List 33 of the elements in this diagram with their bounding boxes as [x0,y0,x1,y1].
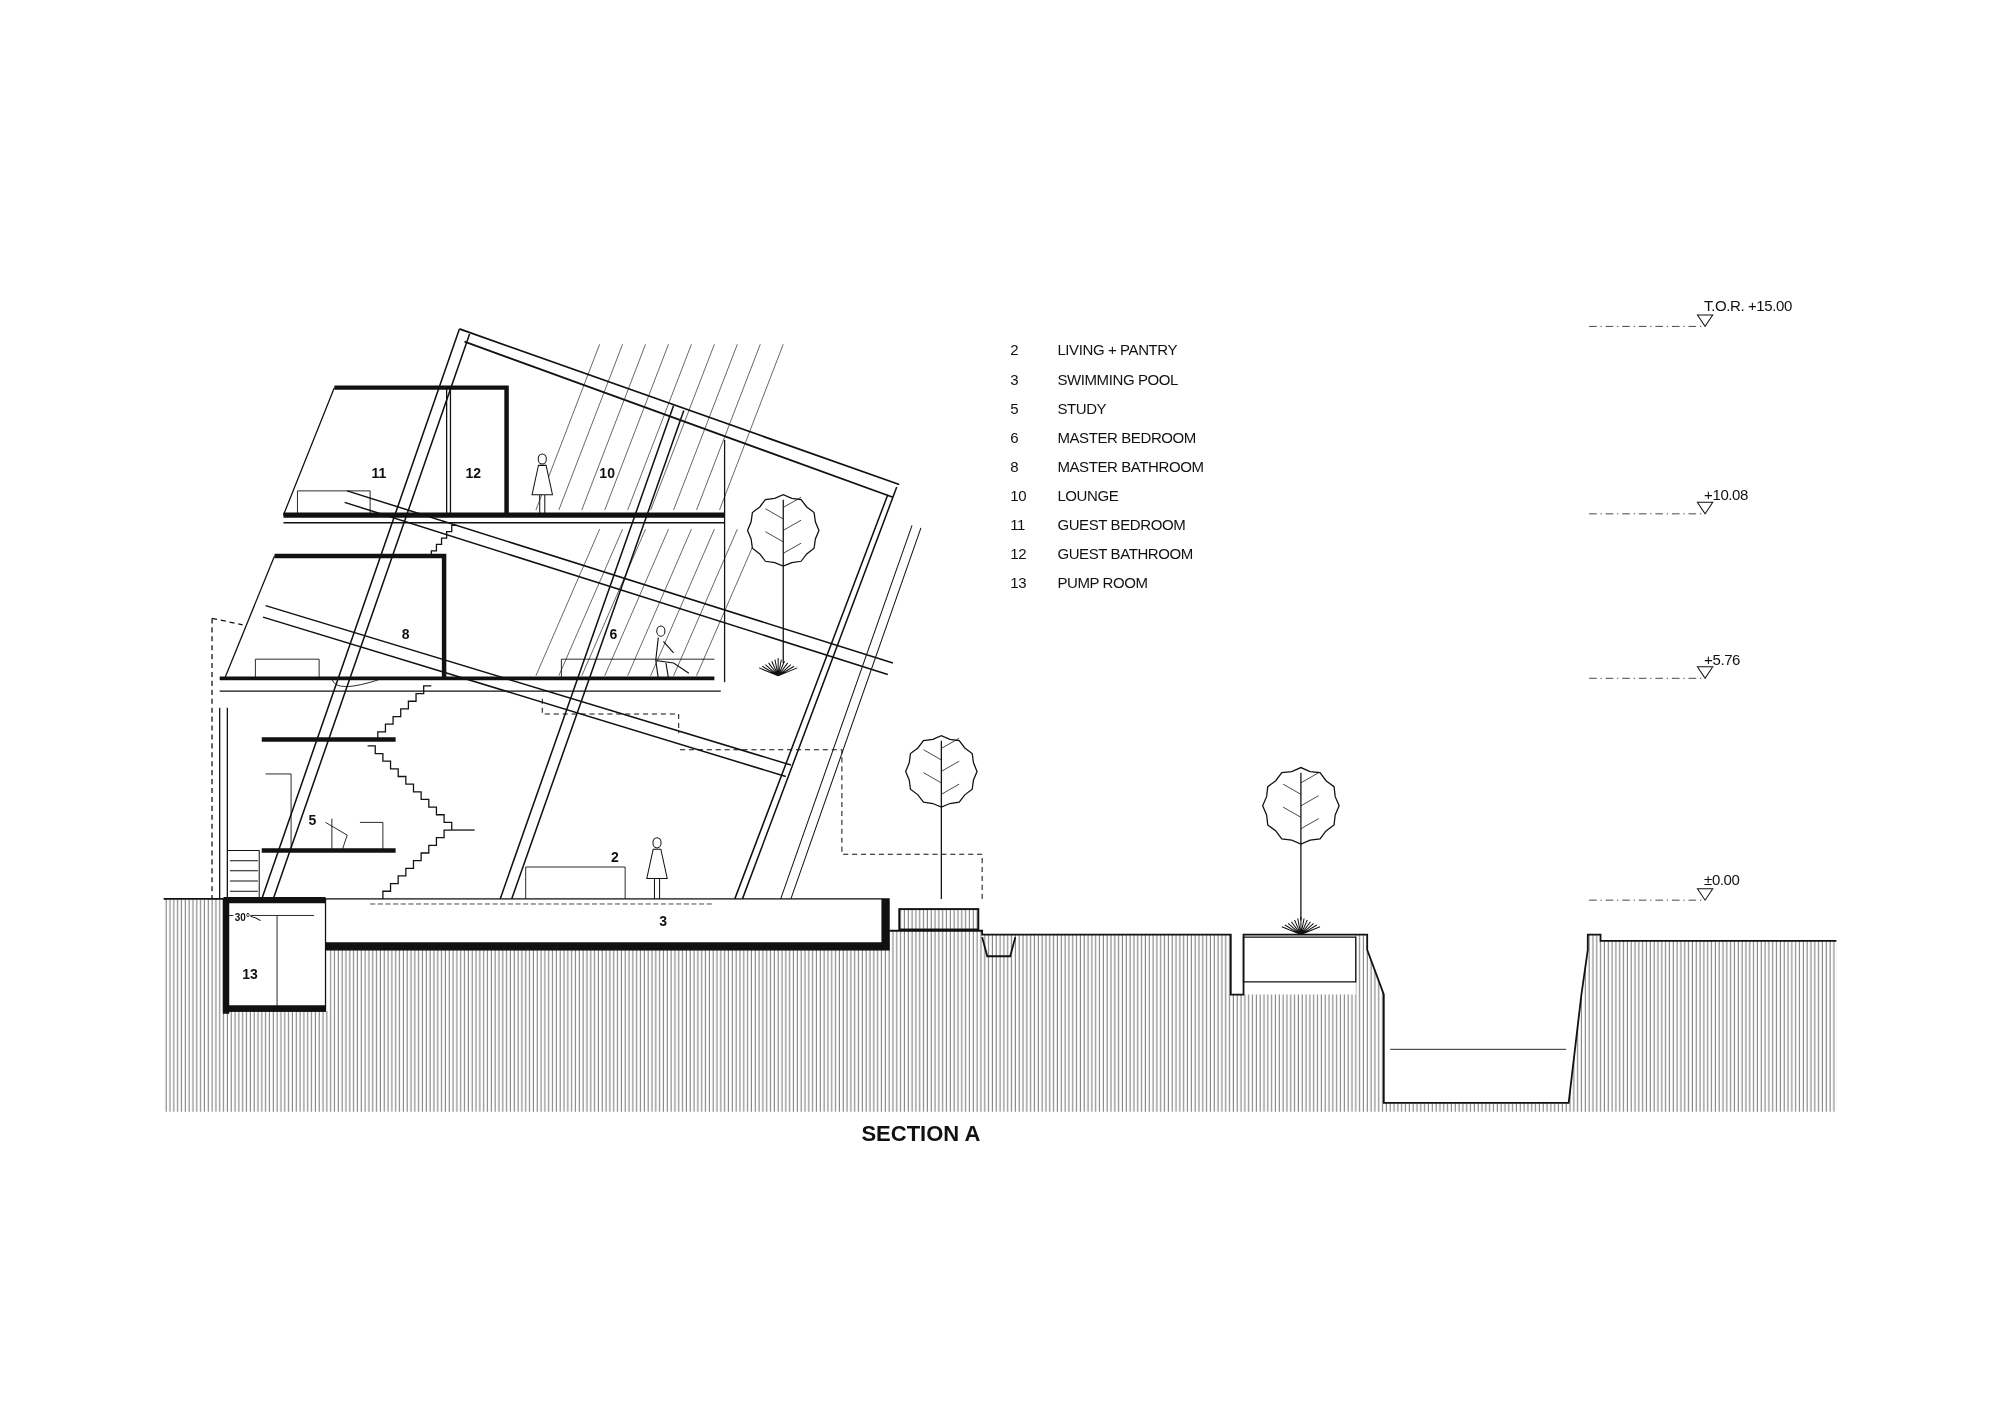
key-number: 2 [1010,342,1019,357]
key-number: 6 [1010,429,1019,445]
key-text: GUEST BATHROOM [1057,545,1193,561]
key-number: 12 [1010,545,1027,561]
key-text: SWIMMING POOL [1057,371,1179,386]
key-text: GUEST BEDROOM [1057,516,1186,532]
key-text: LOUNGE [1057,487,1119,503]
key-text: LIVING + PANTRY [1057,342,1178,357]
room-number: 13 [242,967,258,982]
key-number: 5 [1010,400,1019,415]
level-label: +5.76 [1704,651,1741,667]
key-number: 8 [1010,458,1019,474]
key-text: PUMP ROOM [1057,574,1148,590]
room-number: 6 [609,626,618,641]
room-number: 8 [401,626,410,641]
room-number: 2 [610,850,619,865]
room-number: 10 [599,466,615,481]
key-number: 13 [1010,574,1027,590]
angle-label: 30° [233,913,251,924]
key-number: 3 [1010,371,1019,386]
room-number: 5 [308,813,317,828]
level-label: T.O.R. +15.00 [1704,297,1792,313]
level-label: ±0.00 [1704,871,1740,887]
room-number: 12 [465,466,481,481]
key-text: MASTER BEDROOM [1057,429,1196,445]
key-number: 11 [1010,516,1025,532]
level-label: +10.08 [1704,486,1748,502]
drawing-caption: SECTION A [861,1122,981,1145]
key-text: MASTER BATHROOM [1057,458,1204,474]
key-number: 10 [1010,487,1027,503]
room-number: 11 [371,466,387,481]
room-number: 3 [659,913,668,928]
key-text: STUDY [1057,400,1107,415]
